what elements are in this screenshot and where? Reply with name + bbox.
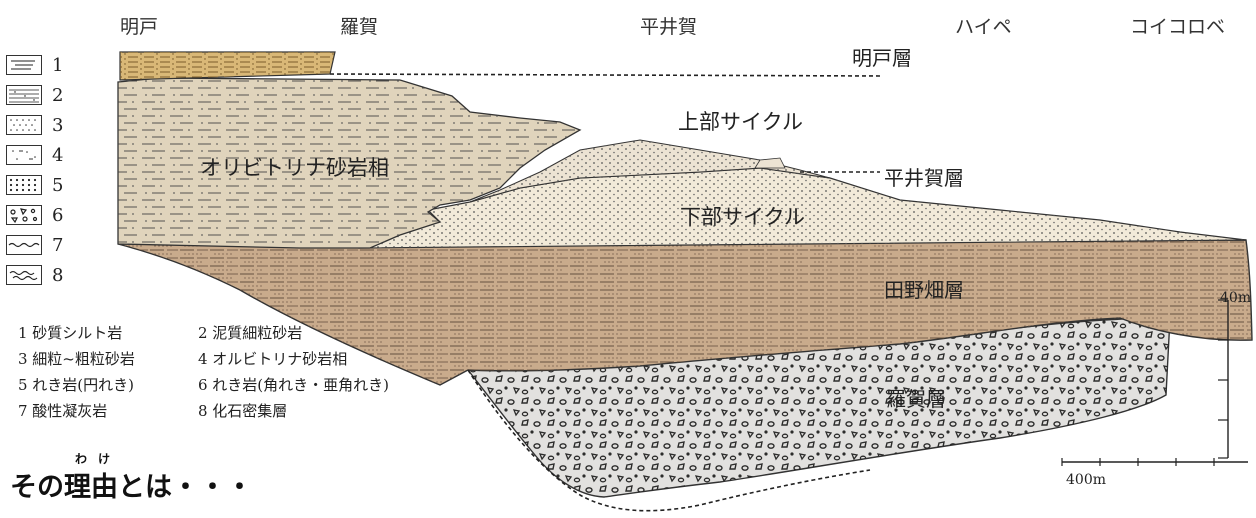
legend-swatch-orbitolina	[6, 145, 42, 165]
legend-item: 3	[6, 112, 63, 138]
location-label: ハイペ	[955, 16, 1012, 38]
legend-swatch-tuff	[6, 235, 42, 255]
location-label: 羅賀	[340, 16, 379, 38]
legend-number: 5	[52, 174, 64, 196]
legend-description: 3 細粒~粗粒砂岩	[18, 350, 135, 368]
legend-swatch-fine-sand	[6, 115, 42, 135]
legend-description: 7 酸性凝灰岩	[18, 402, 108, 420]
akedo-boundary-dashed	[329, 73, 881, 77]
legend-number: 3	[52, 114, 64, 136]
legend-item: 2	[6, 82, 63, 108]
legend-number: 2	[52, 84, 64, 106]
unit-label-akedo: 明戸層	[852, 46, 912, 70]
unit-label-hiraiga: 平井賀層	[884, 166, 964, 190]
legend-description: 8 化石密集層	[198, 402, 288, 420]
legend-description: 2 泥質細粒砂岩	[198, 324, 303, 342]
legend-number: 4	[52, 144, 64, 166]
ruby-wa: わ	[75, 452, 88, 466]
vertical-scale-label: 40m	[1220, 290, 1252, 306]
legend-description: 4 オルビトリナ砂岩相	[198, 350, 348, 368]
legend-number: 7	[52, 234, 64, 256]
legend-item: 7	[6, 232, 63, 258]
legend-item: 1	[6, 52, 63, 78]
unit-label-raga: 羅賀層	[886, 387, 946, 411]
legend-swatch-fossil-bed	[6, 265, 42, 285]
legend-item: 8	[6, 262, 63, 288]
legend-number: 8	[52, 264, 64, 286]
legend-swatch-mud	[6, 85, 42, 105]
legend-number: 1	[52, 54, 64, 76]
unit-label-orbitolina: オリビトリナ砂岩相	[200, 156, 389, 180]
legend-swatch-round-gravel	[6, 175, 42, 195]
upper-cycle-knob	[754, 157, 786, 169]
legend-number: 6	[52, 204, 64, 226]
legend-item: 4	[6, 142, 63, 168]
location-label: 明戸	[120, 16, 159, 38]
legend-description: 5 れき岩(円れき)	[18, 376, 135, 394]
legend-description: 6 れき岩(角れき・亜角れき)	[198, 376, 390, 394]
unit-label-upper-cycle: 上部サイクル	[678, 110, 803, 134]
unit-label-tanohata: 田野畑層	[884, 278, 964, 302]
unit-label-lower-cycle: 下部サイクル	[680, 205, 805, 229]
raga-base-dashed	[467, 369, 871, 512]
legend-item: 6	[6, 202, 63, 228]
legend-swatch-angular-gravel	[6, 205, 42, 225]
legend-item: 5	[6, 172, 63, 198]
ruby-ke: け	[98, 452, 111, 466]
legend-description: 1 砂質シルト岩	[18, 324, 123, 342]
legend-swatch-silt	[6, 55, 42, 75]
location-label: 平井賀	[640, 16, 698, 38]
section-heading: その理由とは・・・	[10, 472, 253, 503]
horizontal-scale-label: 400m	[1066, 472, 1106, 488]
location-label: コイコロベ	[1130, 16, 1226, 38]
